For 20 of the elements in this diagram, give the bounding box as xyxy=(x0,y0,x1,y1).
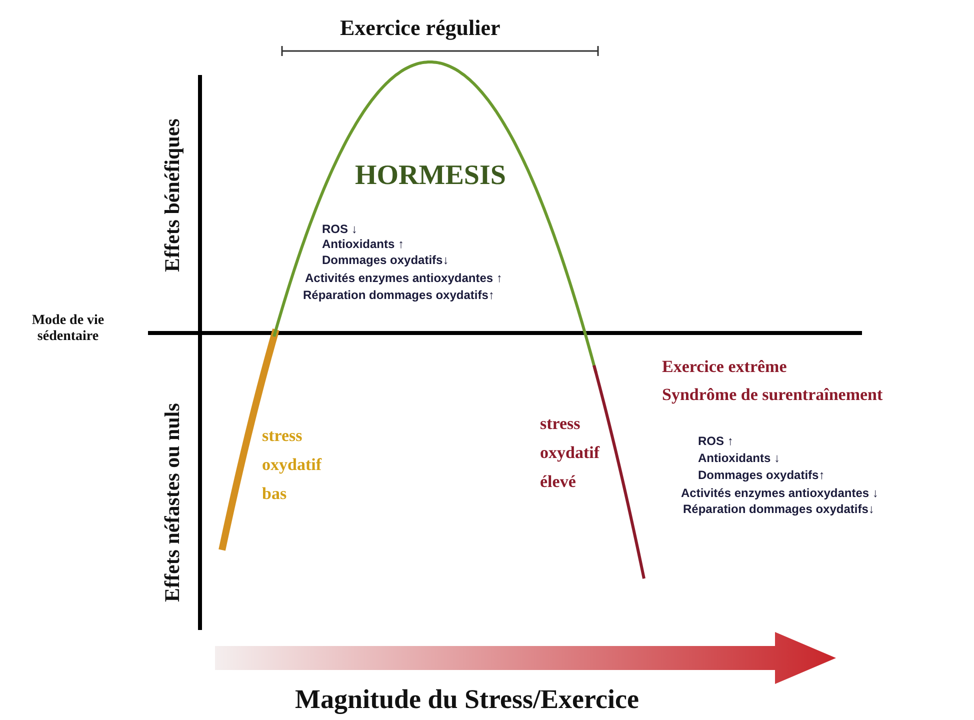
curve-label: HORMESIS xyxy=(355,160,506,192)
effect-item: Dommages oxydatifs↑ xyxy=(698,469,825,483)
axis-label: Effets bénéfiques xyxy=(160,117,184,274)
effect-item: Réparation dommages oxydatifs↓ xyxy=(683,503,874,517)
effect-item: Dommages oxydatifs↓ xyxy=(322,254,449,268)
heading: Exercice régulier xyxy=(340,15,500,40)
zone-label: Exercice extrême xyxy=(662,357,787,377)
axis-label: Effets néfastes ou nuls xyxy=(160,402,184,604)
axis-title: Magnitude du Stress/Exercice xyxy=(295,684,639,716)
baseline-label: Mode de vie sédentaire xyxy=(30,313,106,346)
effect-item: ROS ↑ xyxy=(698,435,734,449)
zone-label: stress oxydatif bas xyxy=(262,425,323,505)
effect-item: Réparation dommages oxydatifs↑ xyxy=(303,289,494,303)
zone-label: stress oxydatif élevé xyxy=(540,413,601,493)
effect-item: Activités enzymes antioxydantes ↓ xyxy=(681,487,878,501)
effect-item: ROS ↓ xyxy=(322,223,358,237)
effect-item: Antioxidants ↓ xyxy=(698,452,780,466)
zone-label: Syndrôme de surentraînement xyxy=(662,385,883,405)
effect-item: Activités enzymes antioxydantes ↑ xyxy=(305,272,502,286)
effect-item: Antioxidants ↑ xyxy=(322,238,404,252)
